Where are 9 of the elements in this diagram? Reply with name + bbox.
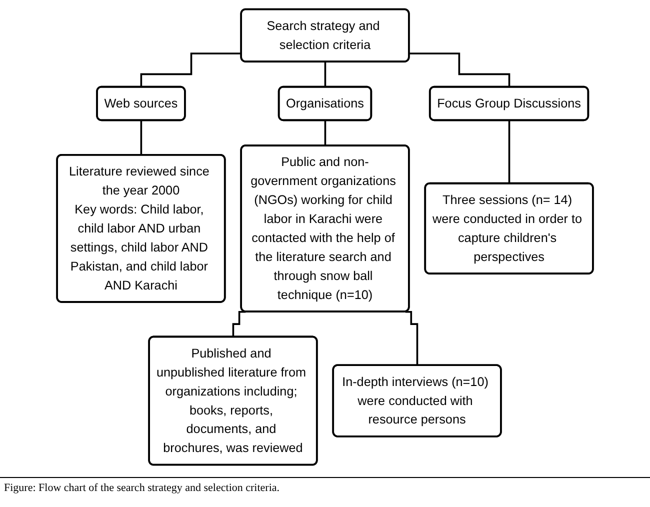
caption: Figure: Flow chart of the search strategy and selection criteria. xyxy=(4,482,280,494)
connector xyxy=(140,52,242,88)
connector xyxy=(140,120,142,156)
connector xyxy=(324,120,326,147)
connector xyxy=(409,52,510,88)
connector xyxy=(508,120,510,185)
connector xyxy=(324,61,326,88)
connector xyxy=(405,310,418,366)
connector xyxy=(232,310,246,338)
